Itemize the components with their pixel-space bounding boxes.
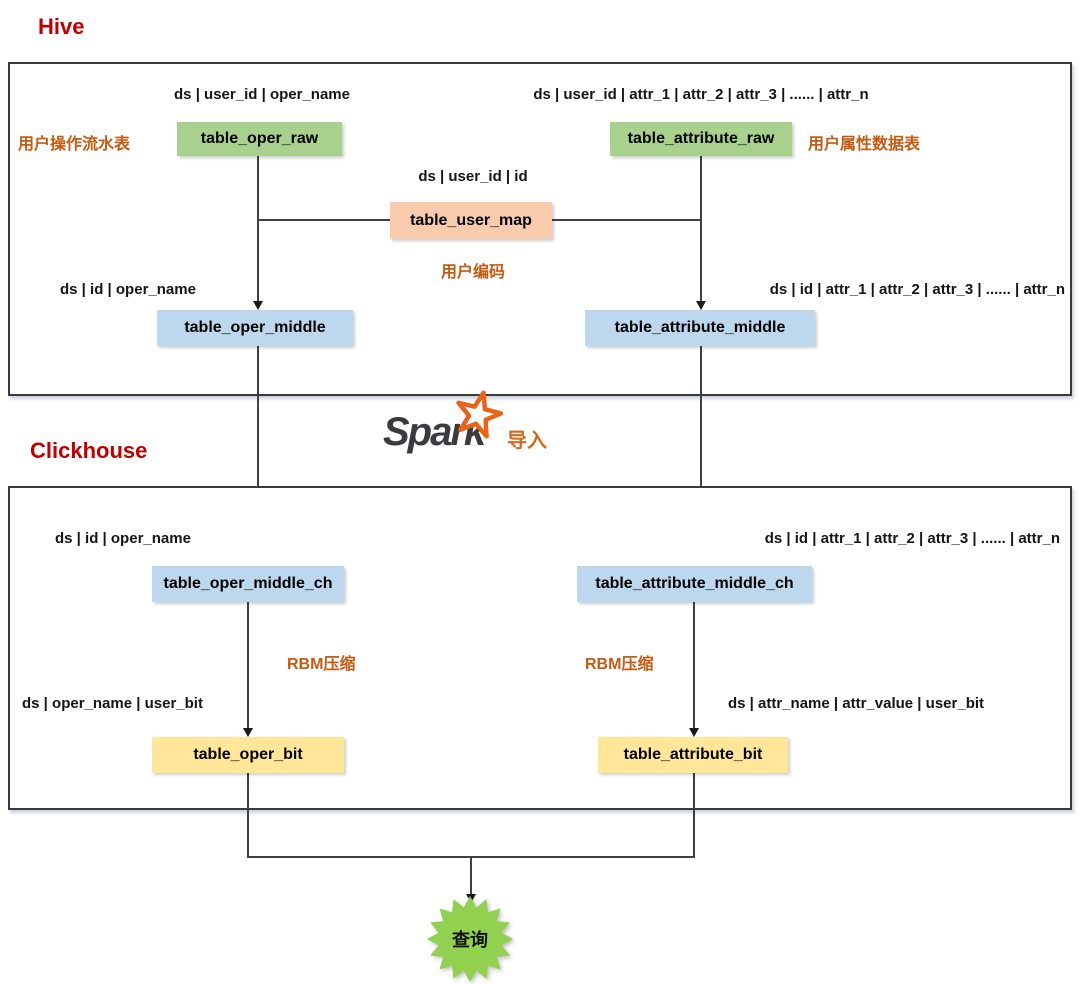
connector-attribute-middle-to-clickhouse xyxy=(700,346,702,486)
spark-import-label: 导入 xyxy=(507,430,547,452)
hive-container xyxy=(8,62,1072,396)
connector-oper-bit-down xyxy=(247,773,249,857)
query-node: 查询 xyxy=(426,895,514,983)
table-attribute-middle: table_attribute_middle xyxy=(585,310,815,346)
note-attribute-raw: 用户属性数据表 xyxy=(808,136,921,153)
clickhouse-container xyxy=(8,486,1072,810)
table-oper-raw: table_oper_raw xyxy=(177,122,342,156)
connector-attribute-raw-down xyxy=(700,156,702,301)
connector-query-down xyxy=(470,856,472,895)
table-attribute-bit: table_attribute_bit xyxy=(598,737,788,773)
query-label: 查询 xyxy=(452,930,488,950)
connector-oper-ch-down xyxy=(247,602,249,729)
table-user-map: table_user_map xyxy=(390,202,552,239)
schema-attribute-middle-ch: ds | id | attr_1 | attr_2 | attr_3 | ...… xyxy=(764,530,1060,547)
starburst-icon xyxy=(426,895,514,983)
arrowhead-oper-bit xyxy=(243,728,253,737)
note-rbm-right: RBM压缩 xyxy=(585,656,654,673)
connector-oper-raw-down xyxy=(257,156,259,301)
schema-oper-middle: ds | id | oper_name xyxy=(60,281,196,298)
connector-oper-middle-to-clickhouse xyxy=(257,346,259,486)
arrowhead-attribute-bit xyxy=(689,728,699,737)
schema-oper-raw: ds | user_id | oper_name xyxy=(174,86,350,103)
table-attribute-raw: table_attribute_raw xyxy=(610,122,792,156)
connector-attribute-bit-down xyxy=(693,773,695,857)
connector-attribute-ch-down xyxy=(693,602,695,729)
table-oper-bit: table_oper_bit xyxy=(152,737,344,773)
table-oper-middle-ch: table_oper_middle_ch xyxy=(152,566,344,602)
spark-logo: Spark 导入 xyxy=(383,390,573,472)
note-oper-raw: 用户操作流水表 xyxy=(18,136,131,153)
arrowhead-attribute-middle xyxy=(696,301,706,310)
schema-attribute-middle: ds | id | attr_1 | attr_2 | attr_3 | ...… xyxy=(769,281,1065,298)
arrowhead-oper-middle xyxy=(253,301,263,310)
spark-star-icon xyxy=(456,390,504,439)
schema-oper-middle-ch: ds | id | oper_name xyxy=(55,530,191,547)
schema-oper-bit: ds | oper_name | user_bit xyxy=(22,695,203,712)
table-oper-middle: table_oper_middle xyxy=(157,310,353,346)
note-user-map: 用户编码 xyxy=(440,264,505,281)
schema-attribute-bit: ds | attr_name | attr_value | user_bit xyxy=(728,695,985,712)
table-attribute-middle-ch: table_attribute_middle_ch xyxy=(577,566,812,602)
note-rbm-left: RBM压缩 xyxy=(287,656,356,673)
hive-section-title: Hive xyxy=(38,14,85,39)
clickhouse-section-title: Clickhouse xyxy=(30,438,148,463)
schema-attribute-raw: ds | user_id | attr_1 | attr_2 | attr_3 … xyxy=(533,86,869,103)
schema-user-map: ds | user_id | id xyxy=(418,168,528,185)
